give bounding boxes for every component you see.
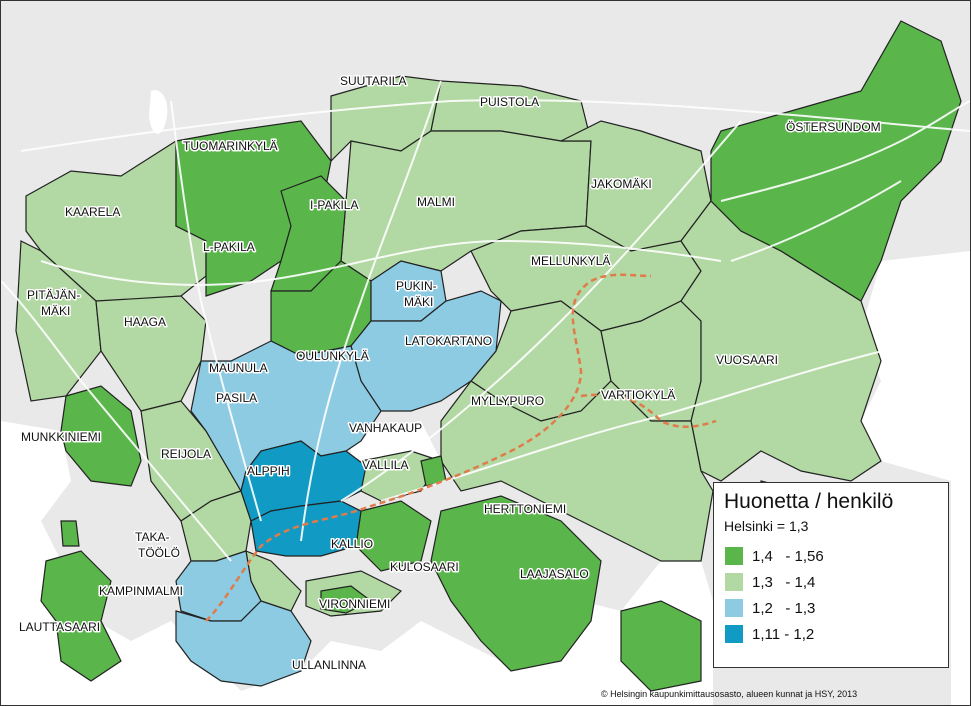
legend-item: 1,11 - 1,2: [724, 622, 938, 646]
districts-class-2: [15, 75, 882, 617]
road-ring-3: [20, 99, 970, 152]
legend-title: Huonetta / henkilö: [724, 490, 894, 513]
label-pitajanmaki-1: PITÄJÄN-: [27, 288, 80, 302]
label-vanhakaup: VANHAKAUP: [349, 421, 422, 435]
label-jakomaki: JAKOMÄKI: [591, 177, 652, 191]
area-kallio: [250, 500, 362, 557]
legend-subtitle: Helsinki = 1,3: [724, 518, 809, 534]
legend-swatch-3: [724, 598, 744, 618]
label-laajasalo: LAAJASALO: [520, 567, 589, 581]
legend-swatch-4: [724, 624, 744, 644]
copyright-note: © Helsingin kaupunkimittausosasto, aluee…: [601, 689, 858, 699]
label-vuosaari: VUOSAARI: [716, 353, 778, 367]
island-vironniemi: [320, 585, 373, 614]
label-taka-toolo-2: TÖÖLÖ: [138, 546, 180, 560]
label-kulosaari: KULOSAARI: [390, 560, 459, 574]
label-maunula: MAUNULA: [209, 361, 268, 375]
label-malmi: MALMI: [417, 195, 455, 209]
area-haaga: [95, 295, 207, 412]
label-kallio: KALLIO: [331, 537, 373, 551]
label-alppih: ALPPIH: [247, 464, 290, 478]
label-tuomarinkyla: TUOMARINKYLÄ: [183, 139, 278, 153]
label-herttoniemi: HERTTONIEMI: [484, 502, 566, 516]
label-puistola: PUISTOLA: [480, 95, 539, 109]
road-turku: [1, 280, 232, 562]
road-lahti: [340, 120, 742, 502]
legend-swatch-1: [724, 546, 744, 566]
label-reijola: REIJOLA: [161, 447, 211, 461]
island-lauttasaari: [40, 550, 122, 682]
sea-east: [861, 251, 970, 705]
label-pukinmaki-2: MÄKI: [404, 295, 433, 309]
road-east: [380, 330, 970, 502]
legend-label: 1,3 - 1,4: [752, 573, 816, 591]
road-ring-1: [40, 239, 722, 286]
label-myllypuro: MYLLYPURO: [471, 394, 544, 408]
sea-south: [1, 561, 713, 705]
label-oulunkyla: OULUNKYLÄ: [296, 349, 369, 363]
area-ostersundom: [710, 20, 962, 302]
label-pitajanmaki-2: MÄKI: [41, 304, 70, 318]
label-l-pakila: L-PAKILA: [203, 240, 255, 254]
legend-label: 1,4 - 1,56: [752, 547, 824, 565]
legend-label: 1,2 - 1,3: [752, 599, 816, 617]
map-legend: Huonetta / henkilö Helsinki = 1,3 1,4 - …: [713, 482, 949, 668]
label-pukinmaki-1: PUKIN-: [396, 279, 437, 293]
road-hameenlinna: [170, 100, 262, 522]
district-labels: SUUTARILA PUISTOLA TUOMARINKYLÄ ÖSTERSUN…: [18, 73, 883, 674]
area-ullanlinna: [175, 600, 312, 687]
road-tuusula: [300, 80, 442, 542]
label-munkkiniemi: MUNKKINIEMI: [21, 430, 101, 444]
road-ostersundom: [720, 100, 970, 202]
legend-item: 1,3 - 1,4: [724, 570, 938, 594]
label-haaga: HAAGA: [124, 315, 166, 329]
label-ostersundom: ÖSTERSUNDOM: [786, 120, 881, 134]
area-pitajanmaki: [15, 240, 102, 402]
lake-north: [149, 90, 168, 134]
road-network: [1, 80, 970, 562]
label-vartiokyla: VARTIOKYLÄ: [601, 388, 675, 402]
island-small-2: [60, 520, 80, 547]
label-kampinmalmi: KAMPINMALMI: [99, 584, 183, 598]
legend-swatch-2: [724, 572, 744, 592]
area-munkkiniemi: [60, 385, 142, 487]
districts-class-1: [40, 20, 962, 692]
label-vironniemi: VIRONNIEMI: [319, 597, 390, 611]
metro-line: [205, 273, 652, 622]
label-vallila: VALLILA: [362, 458, 408, 472]
label-pasila: PASILA: [216, 391, 257, 405]
legend-item: 1,2 - 1,3: [724, 596, 938, 620]
label-ullanlinna: ULLANLINNA: [292, 658, 366, 672]
label-latokartano: LATOKARTANO: [405, 334, 492, 348]
island-laajasalo: [430, 495, 602, 672]
label-lauttasaari: LAUTTASAARI: [19, 620, 100, 634]
label-taka-toolo-1: TAKA-: [135, 530, 169, 544]
districts-class-4: [240, 440, 367, 557]
island-east-1: [620, 600, 702, 692]
road-ostersundom-2: [730, 180, 902, 262]
label-suutarila: SUUTARILA: [340, 74, 406, 88]
legend-label: 1,11 - 1,2: [752, 625, 815, 643]
label-i-pakila: I-PAKILA: [310, 198, 358, 212]
label-kaarela: KAARELA: [65, 205, 120, 219]
legend-item: 1,4 - 1,56: [724, 544, 938, 568]
label-mellunkyla: MELLUNKYLÄ: [531, 254, 610, 268]
